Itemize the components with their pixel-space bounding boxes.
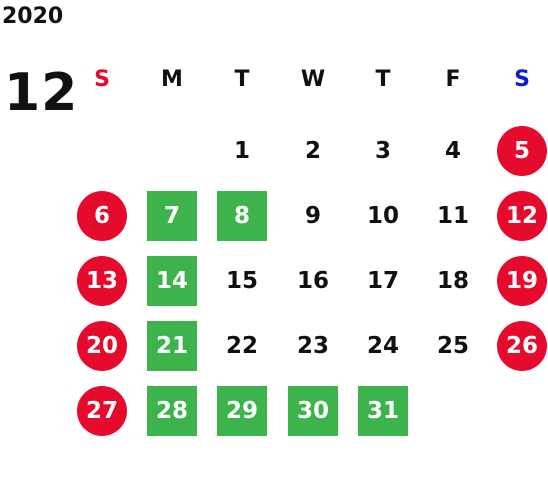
day-cell-23: 23 — [296, 333, 329, 359]
day-cell-29: 29 — [217, 386, 267, 436]
day-cell-15: 15 — [225, 268, 258, 294]
calendar-month: 12 — [4, 63, 79, 123]
day-cell-1: 1 — [233, 138, 250, 164]
day-cell-10: 10 — [366, 203, 399, 229]
day-cell-5: 5 — [497, 126, 547, 176]
day-cell-12: 12 — [497, 191, 547, 241]
weekday-header-sunday: S — [94, 67, 110, 92]
day-cell-31: 31 — [358, 386, 408, 436]
day-cell-20: 20 — [77, 321, 127, 371]
day-cell-17: 17 — [366, 268, 399, 294]
day-cell-9: 9 — [304, 203, 321, 229]
day-cell-30: 30 — [288, 386, 338, 436]
day-cell-13: 13 — [77, 256, 127, 306]
day-cell-22: 22 — [225, 333, 258, 359]
weekday-header-monday: M — [161, 67, 183, 92]
day-cell-19: 19 — [497, 256, 547, 306]
day-cell-6: 6 — [77, 191, 127, 241]
day-cell-3: 3 — [374, 138, 391, 164]
day-cell-28: 28 — [147, 386, 197, 436]
weekday-header-wednesday: W — [300, 67, 326, 92]
weekday-header-saturday: S — [514, 67, 530, 92]
day-cell-2: 2 — [304, 138, 321, 164]
weekday-header-thursday: T — [375, 67, 391, 92]
day-cell-11: 11 — [436, 203, 469, 229]
weekday-header-friday: F — [445, 67, 461, 92]
day-cell-26: 26 — [497, 321, 547, 371]
weekday-header-tuesday: T — [234, 67, 250, 92]
day-cell-18: 18 — [436, 268, 469, 294]
day-cell-7: 7 — [147, 191, 197, 241]
day-cell-27: 27 — [77, 386, 127, 436]
day-cell-24: 24 — [366, 333, 399, 359]
day-cell-25: 25 — [436, 333, 469, 359]
day-cell-8: 8 — [217, 191, 267, 241]
day-cell-4: 4 — [444, 138, 461, 164]
calendar-year: 2020 — [2, 4, 64, 29]
day-cell-16: 16 — [296, 268, 329, 294]
day-cell-14: 14 — [147, 256, 197, 306]
day-cell-21: 21 — [147, 321, 197, 371]
